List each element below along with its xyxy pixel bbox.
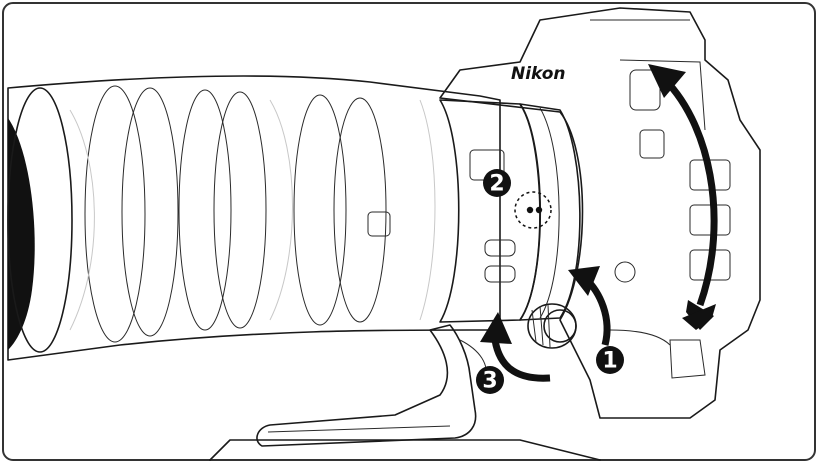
lens-front-element (8, 118, 35, 350)
svg-text:1: 1 (602, 349, 617, 374)
camera-body: Nikon (439, 7, 761, 419)
table-surface (209, 439, 601, 461)
tripod-collar-knob (527, 303, 577, 349)
step-3-marker: 3 (476, 366, 504, 394)
svg-text:3: 3 (482, 369, 497, 394)
camera-brand-logo: Nikon (511, 64, 566, 84)
camera-rotation-arrow (648, 64, 718, 330)
step-2-marker: 2 (483, 169, 511, 197)
mount-twist-arrow (568, 266, 611, 346)
telephoto-lens (7, 75, 581, 361)
mounting-index-marks (514, 191, 552, 229)
svg-text:2: 2 (489, 172, 504, 197)
collar-lock-arrow (480, 312, 551, 382)
step-1-marker: 1 (596, 346, 624, 374)
